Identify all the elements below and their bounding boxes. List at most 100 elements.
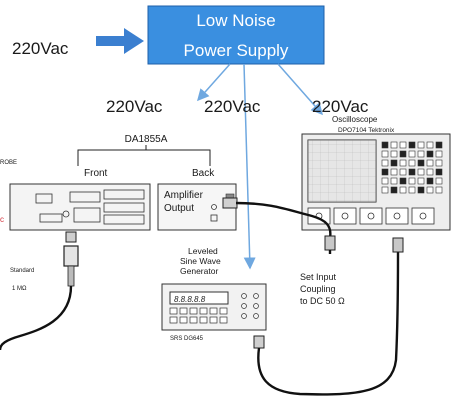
probe-label: ROBE [0, 160, 17, 166]
cable-standard-probe [0, 231, 79, 351]
amplifier-front-label: Front [84, 168, 108, 179]
scope-control-button [399, 168, 407, 176]
supply-to-amplifier-arrow [197, 63, 231, 102]
scope-control-button [390, 177, 398, 185]
generator-label-line2: Sine Wave [180, 256, 221, 266]
generator-key [219, 316, 228, 324]
coupling-note-line2: Coupling [300, 284, 336, 294]
scope-control-button [399, 186, 407, 194]
rail-voltage-label-1: 220Vac [106, 97, 163, 116]
front-panel-connector-marks: c [0, 215, 4, 224]
scope-control-button [435, 141, 443, 149]
input-voltage-label: 220Vac [12, 39, 69, 58]
coupling-note-line1: Set Input [300, 272, 337, 282]
supply-to-generator-arrow [243, 63, 256, 270]
rail-voltage-label-2: 220Vac [204, 97, 261, 116]
scope-control-button [390, 150, 398, 158]
generator-label-line1: Leveled [188, 246, 218, 256]
scope-control-button [426, 150, 434, 158]
generator-knob-icon [241, 293, 247, 299]
generator-key [219, 307, 228, 315]
standard-label-line1: Standard [10, 268, 34, 274]
scope-control-button [426, 168, 434, 176]
power-supply-title-line2: Power Supply [184, 41, 289, 60]
scope-control-button [381, 168, 389, 176]
scope-control-button [408, 141, 416, 149]
scope-control-button [435, 159, 443, 167]
generator-keypad [169, 293, 259, 324]
amplifier-bracket [77, 149, 211, 166]
scope-control-button [435, 168, 443, 176]
amplifier-back-label: Back [192, 168, 215, 179]
scope-control-button [390, 186, 398, 194]
supply-to-scope-arrow [277, 63, 323, 116]
scope-control-button [435, 150, 443, 158]
generator-key [179, 307, 188, 315]
scope-control-button [381, 150, 389, 158]
scope-channel-input [411, 207, 435, 225]
scope-control-button [399, 159, 407, 167]
generator-output-connector-icon [253, 313, 259, 319]
rail-voltage-label-3: 220Vac [312, 97, 369, 116]
scope-control-button [426, 186, 434, 194]
amplifier-front-panel [9, 183, 151, 231]
scope-control-button [399, 141, 407, 149]
oscilloscope-controls [307, 141, 443, 225]
scope-control-button [417, 168, 425, 176]
amplifier-output-label-line2: Output [164, 203, 194, 214]
scope-control-button [381, 177, 389, 185]
standard-label-line2: 1 MΩ [12, 286, 27, 292]
cable-amplifier-to-scope [222, 197, 336, 254]
scope-control-button [417, 141, 425, 149]
generator-key [209, 316, 218, 324]
scope-control-button [390, 141, 398, 149]
generator-key [199, 307, 208, 315]
scope-control-button [426, 177, 434, 185]
generator-output-connector-icon [253, 303, 259, 309]
scope-channel-input [359, 207, 383, 225]
scope-control-button [408, 177, 416, 185]
amplifier-model-label: DA1855A [125, 134, 168, 145]
scope-control-button [426, 159, 434, 167]
scope-control-button [435, 186, 443, 194]
amplifier-output-label-line1: Amplifier [164, 190, 204, 201]
scope-control-button [435, 177, 443, 185]
oscilloscope-screen [307, 139, 377, 203]
generator-key [169, 316, 178, 324]
scope-bnc-connector-icon [341, 212, 349, 220]
scope-control-button [417, 159, 425, 167]
scope-control-button [417, 177, 425, 185]
scope-control-button [408, 159, 416, 167]
scope-control-button [390, 168, 398, 176]
scope-channel-input [385, 207, 409, 225]
scope-control-button [417, 186, 425, 194]
cable-generator-to-scope [253, 237, 404, 396]
generator-display [169, 291, 229, 305]
generator-key [179, 316, 188, 324]
scope-control-button [408, 186, 416, 194]
generator-key [189, 316, 198, 324]
generator-display-digits: 8.8.8.8.8 [174, 295, 206, 304]
scope-bnc-connector-icon [393, 212, 401, 220]
oscilloscope-model-label: DPO7104 Tektronix [338, 127, 395, 134]
generator-label-line3: Generator [180, 266, 218, 276]
generator-knob-icon [241, 313, 247, 319]
generator-output-connector-icon [253, 293, 259, 299]
scope-bnc-connector-icon [419, 212, 427, 220]
scope-control-button [417, 150, 425, 158]
scope-control-button [381, 186, 389, 194]
scope-control-button [399, 177, 407, 185]
generator-knob-icon [241, 303, 247, 309]
scope-channel-input [333, 207, 357, 225]
power-supply-box: Low Noise Power Supply [147, 5, 325, 65]
power-supply-title-line1: Low Noise [196, 11, 275, 30]
coupling-note-line3: to DC 50 Ω [300, 296, 345, 306]
generator-key [169, 307, 178, 315]
oscilloscope-label: Oscilloscope [332, 115, 378, 124]
scope-bnc-connector-icon [367, 212, 375, 220]
scope-control-button [381, 159, 389, 167]
generator-key [209, 307, 218, 315]
scope-control-button [390, 159, 398, 167]
generator-key [199, 316, 208, 324]
generator-key [189, 307, 198, 315]
